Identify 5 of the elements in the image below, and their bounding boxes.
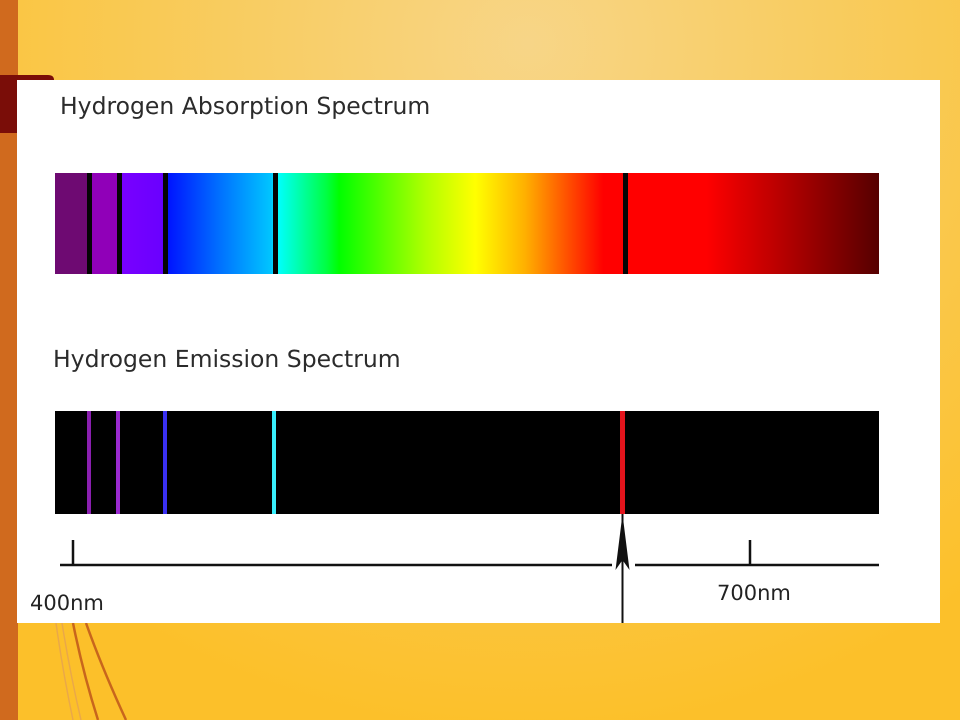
arrow <box>616 514 630 623</box>
heading: Hydrogen Absorption Spectrum <box>60 92 430 120</box>
tick-label: 700nm <box>717 581 791 606</box>
heading: Hydrogen Emission Spectrum <box>53 345 401 373</box>
tick-label: 400nm <box>30 591 104 616</box>
